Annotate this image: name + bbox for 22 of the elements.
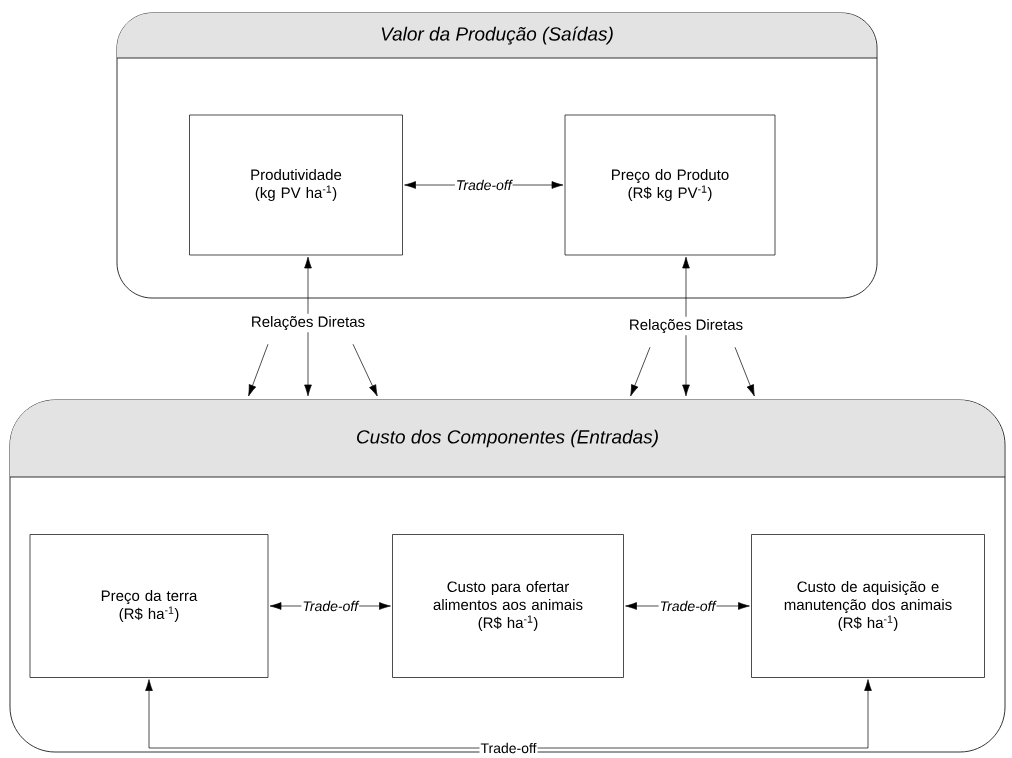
arrow [352, 343, 378, 397]
arrow [682, 334, 690, 397]
edge-label: Trade-off [454, 178, 513, 192]
process-box: Produtividade (kg PV ha$^{-1}$) [189, 114, 403, 256]
process-box: Preço do Produto (R$ kg PV$^{-1}$) [564, 114, 776, 256]
arrow [734, 346, 755, 397]
relation-label: Relações Diretas [252, 316, 365, 331]
edge-label: Trade-off [479, 741, 538, 755]
arrow [304, 331, 312, 397]
process-box: Preço da terra (R$ ha$^{-1}$) [29, 534, 269, 678]
process-box: Custo de aquisição e manutenção dos animais (R$ ha$^{-1}$) [751, 534, 985, 678]
arrow [248, 343, 269, 397]
edge-label: Trade-off [301, 599, 360, 613]
arrow [630, 346, 651, 397]
relation-label: Relações Diretas [630, 319, 743, 334]
arrow [145, 679, 872, 749]
heading-text: Valor da Produção (Saídas) [381, 26, 613, 45]
heading-text: Custo dos Componentes (Entradas) [357, 429, 658, 448]
arrow [304, 256, 312, 315]
process-box: Custo para ofertar alimentos aos animais (R$ ha$^{-1}$) [392, 534, 624, 678]
arrow [682, 256, 690, 318]
edge-label: Trade-off [658, 599, 717, 613]
